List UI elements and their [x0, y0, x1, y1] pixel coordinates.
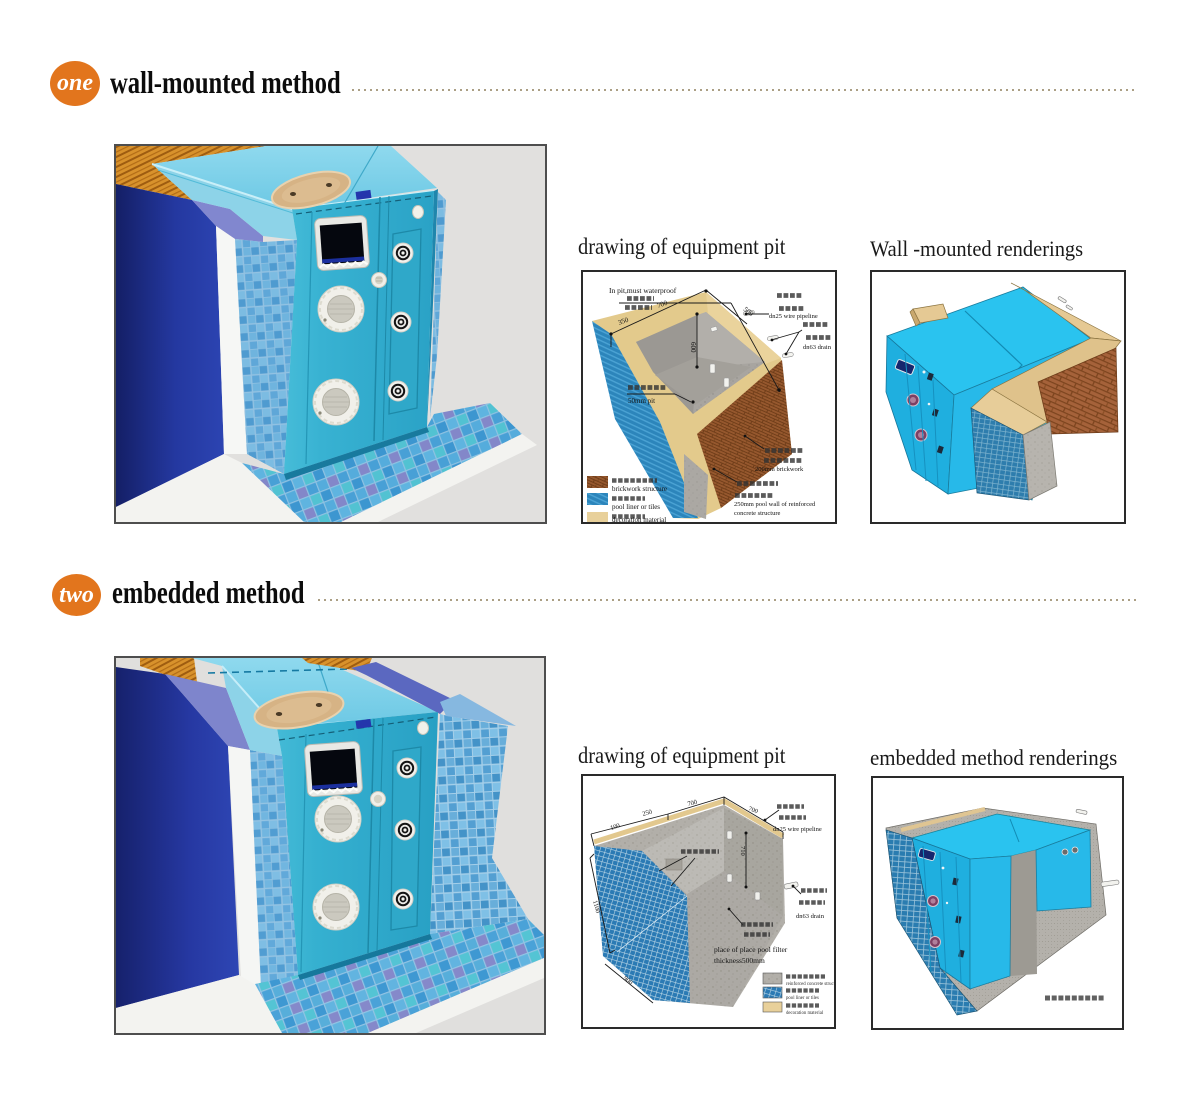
- svg-text:concrete structure: concrete structure: [734, 510, 780, 517]
- svg-text:pool liner or tiles: pool liner or tiles: [786, 996, 819, 1001]
- svg-text:pool liner or tiles: pool liner or tiles: [612, 503, 660, 511]
- svg-text:1100: 1100: [591, 900, 601, 914]
- svg-text:dn25 wire pipeline: dn25 wire pipeline: [773, 826, 822, 833]
- svg-text:710: 710: [739, 846, 746, 856]
- svg-text:dn63 drain: dn63 drain: [803, 344, 832, 351]
- svg-text:decoration material: decoration material: [612, 516, 666, 522]
- svg-text:reinforced concrete structure: reinforced concrete structure: [786, 982, 834, 987]
- svg-text:place of place pool filter: place of place pool filter: [714, 945, 788, 954]
- svg-text:dn63 drain: dn63 drain: [796, 913, 825, 920]
- svg-text:350: 350: [617, 316, 630, 327]
- svg-text:100: 100: [609, 822, 620, 832]
- svg-text:50mm pit: 50mm pit: [628, 397, 655, 405]
- svg-text:250mm pool wall of reinforced: 250mm pool wall of reinforced: [734, 501, 816, 508]
- svg-text:brickwork structure: brickwork structure: [612, 485, 667, 493]
- svg-text:200mm brickwork: 200mm brickwork: [755, 466, 804, 473]
- svg-text:700: 700: [656, 299, 669, 310]
- svg-text:dn25 wire pipeline: dn25 wire pipeline: [769, 313, 818, 320]
- svg-text:700: 700: [747, 805, 759, 815]
- svg-text:900: 900: [622, 975, 634, 987]
- svg-text:600: 600: [689, 342, 697, 353]
- svg-text:700: 700: [687, 799, 698, 808]
- svg-text:250: 250: [642, 809, 653, 818]
- svg-text:In pit,must waterproof: In pit,must waterproof: [609, 286, 677, 295]
- svg-text:thickness500mm: thickness500mm: [714, 956, 765, 965]
- svg-text:decoration material: decoration material: [786, 1011, 824, 1016]
